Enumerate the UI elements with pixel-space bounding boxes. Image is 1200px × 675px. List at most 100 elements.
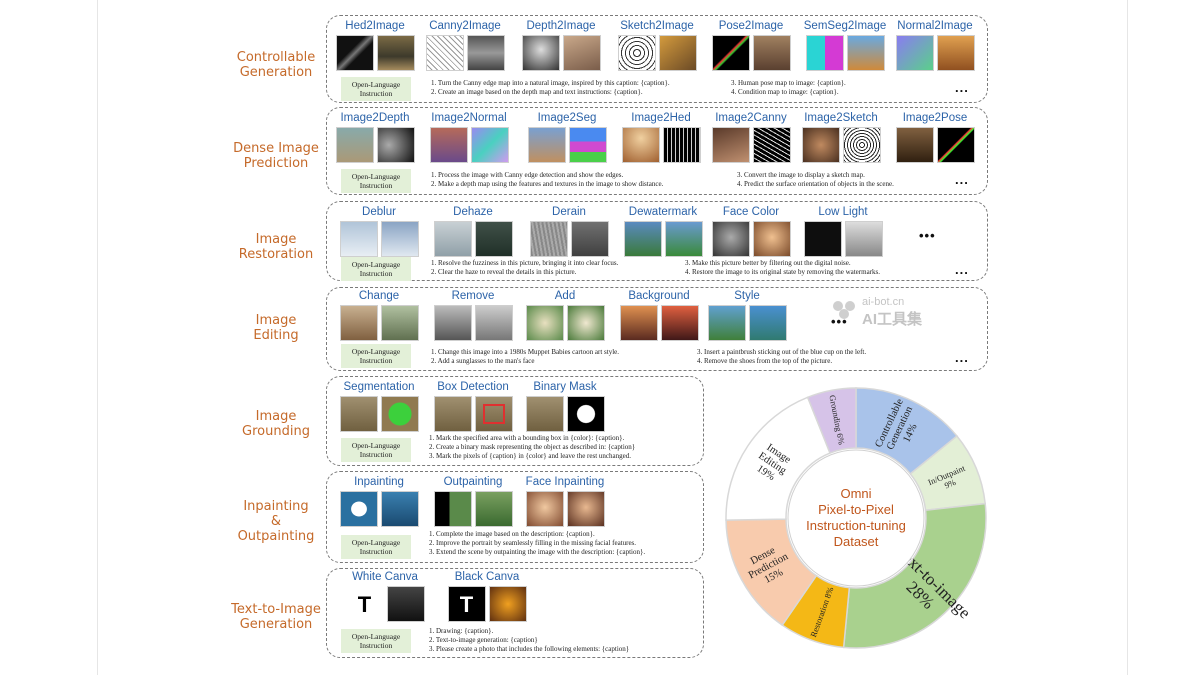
thumbnail-image [752,127,791,163]
open-language-instruction-box: Open-Language Instruction [341,629,411,653]
task-label: Add [554,290,576,302]
task-label: Face Inpainting [525,476,605,488]
thumbnail-image [711,127,750,163]
task-depth2image: Depth2Image [519,20,603,71]
thumbnail-image [339,221,378,257]
task-label: White Canva [352,571,418,583]
category-text-to-image-generation: Text-to-Image Generation [231,602,321,632]
panel-image-grounding: Segmentation Box Detection Binary Mask O… [326,376,704,466]
thumbnail-image [707,305,746,341]
task-label: Remove [451,290,495,302]
thumbnail-image [376,35,415,71]
watermark-text-en: ai-bot.cn [862,296,905,308]
task-image2pose: Image2Pose [893,112,977,163]
task-label: Style [734,290,760,302]
task-label: Dehaze [453,206,493,218]
thumbnail-image [380,491,419,527]
donut-center [787,449,925,587]
thumbnail-image [623,221,662,257]
task-hed2image: Hed2Image [333,20,417,71]
thumbnail-image [474,491,513,527]
open-language-instruction-box: Open-Language Instruction [341,257,411,281]
task-derain: Derain [527,206,611,257]
instruction-list-left: 1. Turn the Canny edge map into a natura… [431,79,670,97]
thumbnail-image [380,221,419,257]
thumbnail-image [711,221,750,257]
task-image2normal: Image2Normal [427,112,511,163]
instruction-line: 1. Turn the Canny edge map into a natura… [431,79,670,87]
category-image-grounding: Image Grounding [242,409,310,439]
panel-image-restoration: Deblur Dehaze Derain Dewatermark Face Co… [326,201,988,281]
thumbnail-image [895,35,934,71]
instruction-line: 1. Resolve the fuzziness in this picture… [431,259,619,267]
thumbnail-image [570,221,609,257]
instruction-line: 4. Condition map to image: {caption}. [731,88,839,96]
task-label: Image2Normal [431,112,507,124]
thumbnail-image [525,305,564,341]
instruction-line: 2. Create an image based on the depth ma… [431,88,643,96]
thumbnail-image [752,221,791,257]
task-label: Sketch2Image [620,20,694,32]
task-label: Black Canva [454,571,520,583]
instruction-list: 1. Drawing: {caption}.2. Text-to-image g… [429,627,629,654]
task-face-color: Face Color [709,206,793,257]
thumbnail-image [846,35,885,71]
task-semseg2image: SemSeg2Image [803,20,887,71]
thumbnail-image [525,491,564,527]
task-label: Low Light [818,206,868,218]
task-add: Add [523,290,607,341]
task-label: Image2Sketch [804,112,878,124]
thumbnail-image [621,127,660,163]
instruction-line: 1. Drawing: {caption}. [429,627,494,635]
task-label: Depth2Image [526,20,596,32]
thumbnail-image [803,221,842,257]
task-pose2image: Pose2Image [709,20,793,71]
task-label: Image2Hed [631,112,691,124]
task-low-light: Low Light [801,206,885,257]
thumbnail-image [664,221,703,257]
panel-dense-image-prediction: Image2Depth Image2Normal Image2Seg Image… [326,107,988,195]
task-label: Image2Canny [715,112,787,124]
instruction-line: 4. Restore the image to its original sta… [685,268,880,276]
thumbnail-image [801,127,840,163]
instruction-line: 3. Mark the pixels of {caption} in {colo… [429,452,631,460]
thumbnail-image [474,396,513,432]
category-dense-image-prediction: Dense Image Prediction [233,141,319,171]
thumbnail-image [568,127,607,163]
thumbnail-image [339,396,378,432]
task-style: Style [705,290,789,341]
instruction-line: 3. Human pose map to image: {caption}. [731,79,846,87]
instruction-list-right: 3. Make this picture better by filtering… [685,259,880,277]
task-background: Background [617,290,701,341]
task-deblur: Deblur [337,206,421,257]
task-label: Outpainting [443,476,503,488]
donut-slice [806,387,857,454]
thumbnail-image [433,305,472,341]
task-change: Change [337,290,421,341]
thumbnail-image [936,127,975,163]
thumbnail-image [562,35,601,71]
thumbnail-image [748,305,787,341]
panel-text-to-image-generation: White Canva T Black Canva T Open-Languag… [326,568,704,658]
thumbnail-image [752,35,791,71]
thumbnail-image [895,127,934,163]
instruction-list-left: 1. Process the image with Canny edge det… [431,171,663,189]
open-language-instruction-box: Open-Language Instruction [341,438,411,462]
thumbnail-image [662,127,701,163]
instruction-line: 2. Improve the portrait by seamlessly fi… [429,539,637,547]
instruction-list-left: 1. Resolve the fuzziness in this picture… [431,259,618,277]
thumbnail-image [433,491,472,527]
thumbnail-image [429,127,468,163]
task-segmentation: Segmentation [337,381,421,432]
thumbnail-image [566,305,605,341]
task-image2canny: Image2Canny [709,112,793,163]
thumbnail-image [470,127,509,163]
instruction-list-right: 3. Convert the image to display a sketch… [737,171,894,189]
instruction-list: 1. Mark the specified area with a boundi… [429,434,635,461]
thumbnail-image [425,35,464,71]
task-dehaze: Dehaze [431,206,515,257]
thumbnail-image [433,221,472,257]
instruction-line: 3. Please create a photo that includes t… [429,645,630,653]
open-language-instruction-box: Open-Language Instruction [341,169,411,193]
task-label: SemSeg2Image [803,20,887,32]
